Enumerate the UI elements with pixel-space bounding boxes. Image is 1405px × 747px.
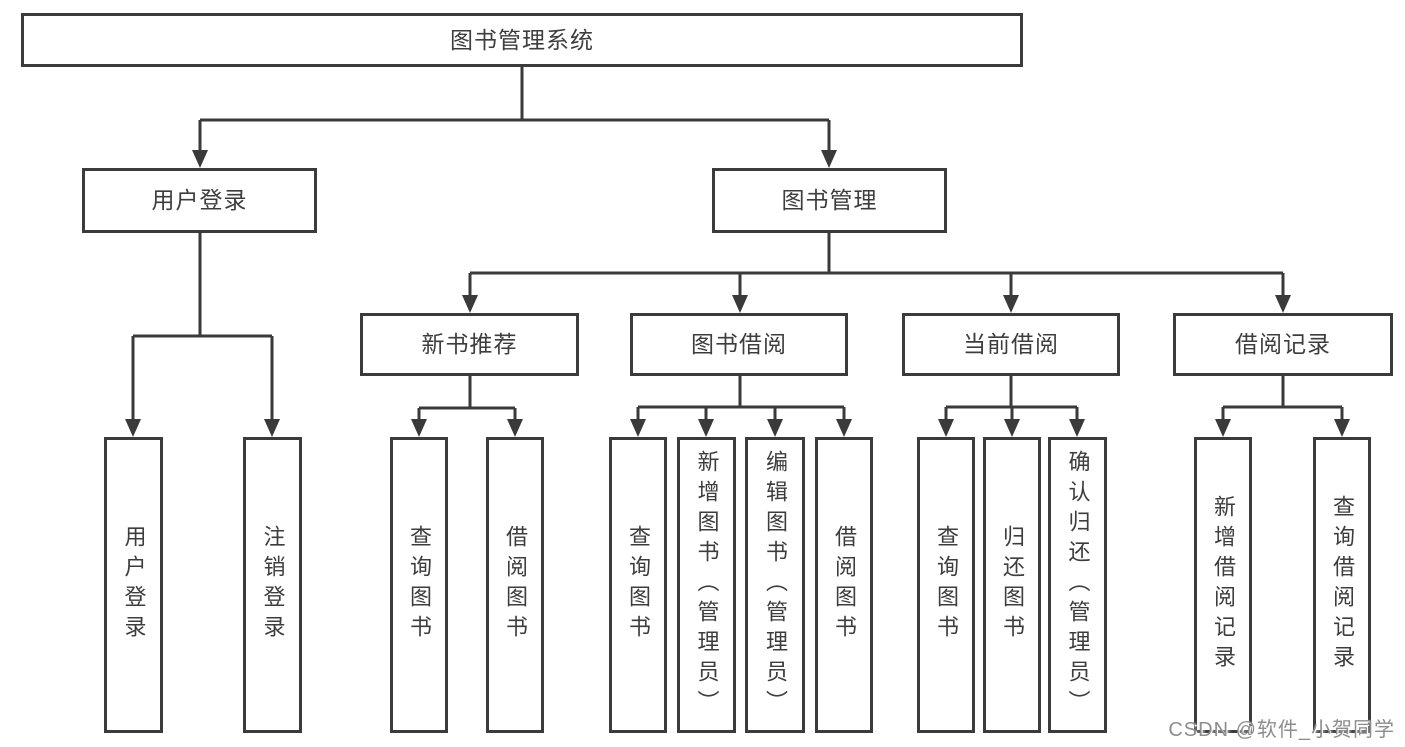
leaf-add-books-admin: 新增图书（管理员） — [677, 437, 736, 733]
node-new-book-recommend: 新书推荐 — [360, 313, 579, 376]
node-book-borrow: 图书借阅 — [630, 313, 848, 376]
csdn-watermark: CSDN @软件_小贺同学 — [1168, 719, 1395, 741]
node-user-login: 用户登录 — [82, 168, 317, 233]
leaf-return-books: 归还图书 — [983, 437, 1041, 733]
leaf-query-books-2: 查询图书 — [609, 437, 667, 733]
leaf-edit-books-admin: 编辑图书（管理员） — [745, 437, 805, 733]
leaf-borrow-books-1: 借阅图书 — [486, 437, 544, 733]
node-root-system: 图书管理系统 — [21, 13, 1023, 67]
leaf-logout: 注销登录 — [243, 437, 302, 733]
leaf-query-books-1: 查询图书 — [390, 437, 448, 733]
leaf-user-login: 用户登录 — [104, 437, 163, 733]
leaf-confirm-return-admin: 确认归还（管理员） — [1048, 437, 1107, 733]
node-book-management: 图书管理 — [712, 168, 947, 233]
node-borrow-records: 借阅记录 — [1173, 313, 1393, 376]
leaf-query-borrow-record: 查询借阅记录 — [1313, 437, 1371, 733]
leaf-add-borrow-record: 新增借阅记录 — [1194, 437, 1252, 733]
node-current-borrow: 当前借阅 — [902, 313, 1120, 376]
leaf-borrow-books-2: 借阅图书 — [815, 437, 873, 733]
leaf-query-books-3: 查询图书 — [917, 437, 975, 733]
